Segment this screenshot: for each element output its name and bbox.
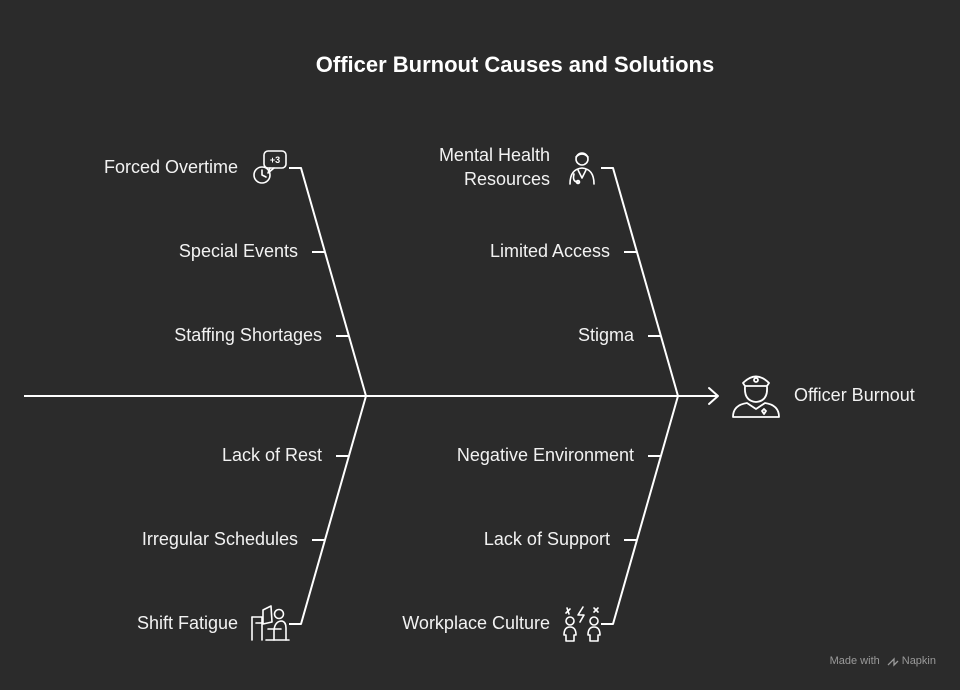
label-irregular-schedules: Irregular Schedules: [141, 529, 298, 549]
label-mental-health-resources: Mental Health Resources: [439, 143, 550, 191]
spine-arrowhead: [708, 387, 719, 405]
credit-brand: Napkin: [901, 655, 936, 667]
bone-top-right: [601, 167, 679, 397]
police-officer-icon: [732, 375, 780, 418]
label-negative-environment: Negative Environment: [456, 445, 634, 465]
label-lack-of-support: Lack of Support: [483, 529, 610, 549]
tired-worker-desk-icon: [251, 605, 290, 641]
napkin-logo-icon: [887, 657, 899, 667]
bone-top-left: [289, 167, 367, 397]
label-mental-health-line2: Resources: [463, 169, 550, 189]
label-lack-of-rest: Lack of Rest: [221, 445, 322, 465]
conflict-people-icon: [563, 606, 601, 642]
label-workplace-culture: Workplace Culture: [402, 613, 550, 633]
bone-bottom-right: [601, 395, 679, 625]
doctor-icon: [569, 152, 595, 185]
diagram-title: Officer Burnout Causes and Solutions: [315, 52, 715, 77]
label-officer-burnout: Officer Burnout: [794, 385, 915, 405]
credit-text: Made with: [829, 655, 880, 667]
label-staffing-shortages: Staffing Shortages: [174, 325, 322, 345]
napkin-credit[interactable]: Made with Napkin: [830, 655, 936, 667]
label-mental-health-line1: Mental Health: [438, 145, 550, 165]
label-stigma: Stigma: [577, 325, 634, 345]
label-limited-access: Limited Access: [489, 241, 610, 261]
label-special-events: Special Events: [178, 241, 298, 261]
bone-bottom-left: [289, 395, 367, 625]
label-forced-overtime: Forced Overtime: [103, 157, 238, 177]
clock-plus-three-icon: +3: [253, 150, 287, 184]
label-shift-fatigue: Shift Fatigue: [136, 613, 238, 633]
svg-text:+3: +3: [270, 155, 280, 165]
